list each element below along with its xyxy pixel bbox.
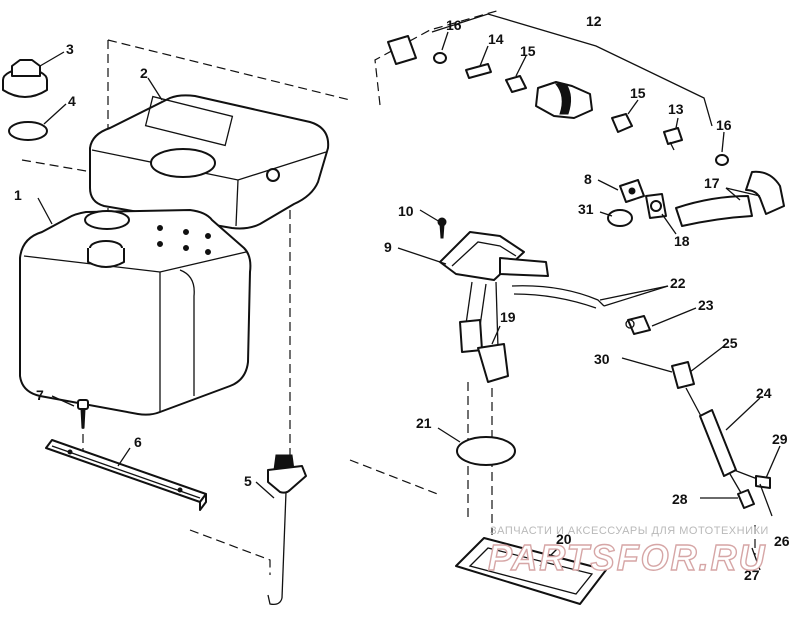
callout-2: 2: [140, 65, 148, 81]
fitting-part: [645, 193, 667, 219]
tank-cover-part: [89, 94, 330, 230]
callout-24: 24: [756, 385, 772, 401]
gasket-part: [455, 537, 607, 605]
mounting-bracket-part: [45, 439, 207, 511]
callout-22: 22: [670, 275, 686, 291]
callout-17: 17: [704, 175, 720, 191]
callout-3: 3: [66, 41, 74, 57]
fuel-pickup-part: [439, 231, 549, 383]
callout-29: 29: [772, 431, 788, 447]
fuel-cap-part: [2, 59, 48, 98]
callout-12: 12: [586, 13, 602, 29]
watermark-logo: PARTSFOR.RU: [488, 537, 767, 578]
leader-lines: [37, 13, 781, 571]
primer-bulb-assembly-part: [387, 35, 729, 166]
callout-18: 18: [674, 233, 690, 249]
callout-25: 25: [722, 335, 738, 351]
callout-21: 21: [416, 415, 432, 431]
pickup-screw-part: [437, 217, 447, 239]
callout-13: 13: [668, 101, 684, 117]
callout-14: 14: [488, 31, 504, 47]
wire-leads-part: [511, 285, 605, 309]
callout-7: 7: [36, 387, 44, 403]
callout-8: 8: [584, 171, 592, 187]
callout-labels: 1 2 3 4 5 6 7 8 9 10 12 13 14 15 15 16 1…: [14, 13, 790, 583]
callout-15b: 15: [630, 85, 646, 101]
callout-9: 9: [384, 239, 392, 255]
fuel-hose-part: [675, 170, 785, 227]
cap-oring-part: [8, 121, 48, 141]
sender-harness-part: [671, 361, 771, 509]
watermark: ЗАПЧАСТИ И АКСЕССУАРЫ ДЛЯ МОТОТЕХНИКИ PA…: [487, 525, 769, 579]
callout-15a: 15: [520, 43, 536, 59]
callout-31: 31: [578, 201, 594, 217]
callout-27: 27: [744, 567, 760, 583]
callout-26: 26: [774, 533, 790, 549]
callout-4: 4: [68, 93, 76, 109]
callout-1: 1: [14, 187, 22, 203]
callout-6: 6: [134, 434, 142, 450]
callout-16b: 16: [716, 117, 732, 133]
callout-5: 5: [244, 473, 252, 489]
tank-bolt-holes: [157, 225, 211, 255]
fuel-tank-part: [19, 209, 252, 416]
hose-clamp-part: [619, 179, 645, 203]
callout-19: 19: [500, 309, 516, 325]
callout-23: 23: [698, 297, 714, 313]
connector-part: [625, 315, 651, 335]
pickup-oring-part: [456, 436, 516, 466]
callout-28: 28: [672, 491, 688, 507]
callout-10: 10: [398, 203, 414, 219]
callout-16a: 16: [446, 17, 462, 33]
fuel-gauge-part: [267, 454, 307, 606]
watermark-caption: ЗАПЧАСТИ И АКСЕССУАРЫ ДЛЯ МОТОТЕХНИКИ: [490, 525, 769, 537]
screw-part: [77, 399, 89, 429]
callout-20: 20: [556, 531, 572, 547]
clip-part: [607, 209, 633, 227]
callout-30: 30: [594, 351, 610, 367]
